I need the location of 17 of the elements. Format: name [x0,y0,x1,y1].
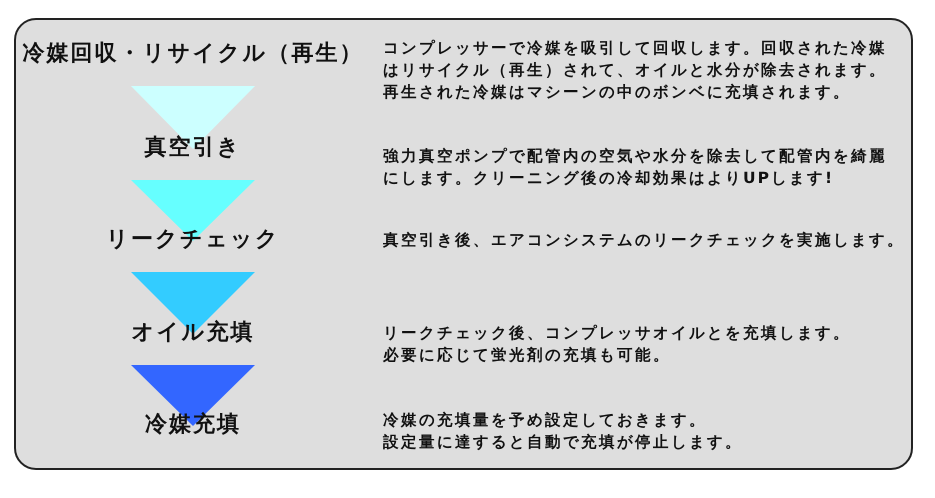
step-title: 真空引き [144,134,242,162]
description-text: 強力真空ポンプで配管内の空気や水分を除去して配管内を綺麗にします。クリーニング後の冷却効果はよりUPします! [383,146,888,189]
step-title: リークチェック [106,226,280,254]
triangle-arrow [131,86,255,149]
triangle-arrow [131,180,255,241]
triangle-arrow [131,365,255,426]
description-text: 必要に応じて蛍光剤の充填も可能。 [383,345,671,366]
step-title: 冷媒充填 [145,411,241,439]
description-text: コンプレッサーで冷媒を吸引して回収します。回収された冷媒はリサイクル（再生）されて、オイルと水分が除去されます。再生された冷媒はマシーンの中のボンベに充填されます。 [383,38,888,103]
step-title: オイル充填 [132,319,254,347]
triangle-arrow [131,272,255,334]
description-text: 冷媒の充填量を予め設定しておきます。 [383,410,707,431]
description-text: 真空引き後、エアコンシステムのリークチェックを実施します。 [383,230,905,251]
description-text: リークチェック後、コンプレッサオイルとを充填します。 [383,323,851,344]
description-text: 設定量に達すると自動で充填が停止します。 [383,432,743,453]
step-title: 冷媒回収・リサイクル（再生） [22,40,364,68]
panel-background [14,18,913,470]
